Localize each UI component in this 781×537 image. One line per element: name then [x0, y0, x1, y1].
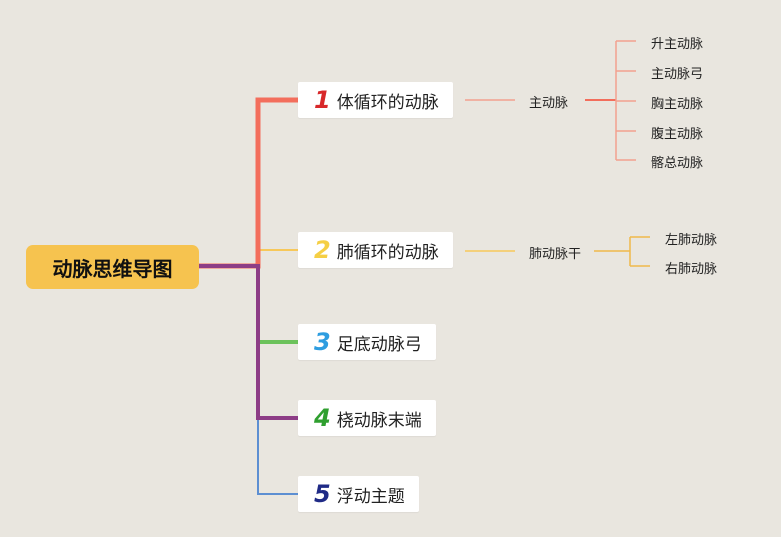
- connector-topic-1: [199, 97, 298, 269]
- topic-2[interactable]: 2 肺循环的动脉: [298, 232, 453, 268]
- leaf-aortic-arch[interactable]: 主动脉弓: [651, 67, 704, 82]
- connector-topic-5: [199, 265, 298, 495]
- leaf-left-pulmonary[interactable]: 左肺动脉: [665, 233, 718, 248]
- topic-1[interactable]: 1 体循环的动脉: [298, 82, 453, 118]
- number-5-icon: 5: [314, 480, 331, 508]
- topic-5-label: 浮动主题: [336, 486, 405, 507]
- leaf-thoracic-aorta[interactable]: 胸主动脉: [651, 97, 704, 112]
- leaf-right-pulmonary[interactable]: 右肺动脉: [665, 262, 718, 277]
- number-2-icon: 2: [314, 236, 331, 264]
- connector-aorta-leaves: [615, 40, 636, 161]
- topic-5[interactable]: 5 浮动主题: [298, 476, 419, 512]
- topic-4[interactable]: 4 桡动脉末端: [298, 400, 436, 436]
- topic-4-label: 桡动脉末端: [336, 410, 422, 431]
- root-topic[interactable]: 动脉思维导图: [26, 245, 199, 289]
- number-1-icon: 1: [314, 86, 331, 114]
- connector-pulmonary-leaves: [629, 236, 650, 267]
- leaf-common-iliac[interactable]: 髂总动脉: [651, 156, 704, 171]
- topic-3[interactable]: 3 足底动脉弓: [298, 324, 436, 360]
- topic-1-label: 体循环的动脉: [336, 92, 439, 113]
- leaf-ascending-aorta[interactable]: 升主动脉: [651, 37, 704, 52]
- topic-2-label: 肺循环的动脉: [336, 242, 439, 263]
- root-label: 动脉思维导图: [52, 256, 173, 281]
- subtopic-pulmonary-trunk[interactable]: 肺动脉干: [529, 247, 582, 262]
- connector-topic-3: [199, 264, 298, 344]
- number-4-icon: 4: [314, 404, 331, 432]
- number-3-icon: 3: [314, 328, 331, 356]
- topic-3-label: 足底动脉弓: [336, 334, 422, 355]
- subtopic-aorta[interactable]: 主动脉: [529, 96, 569, 111]
- leaf-abdominal-aorta[interactable]: 腹主动脉: [651, 127, 704, 142]
- connector-topic-4: [199, 264, 298, 420]
